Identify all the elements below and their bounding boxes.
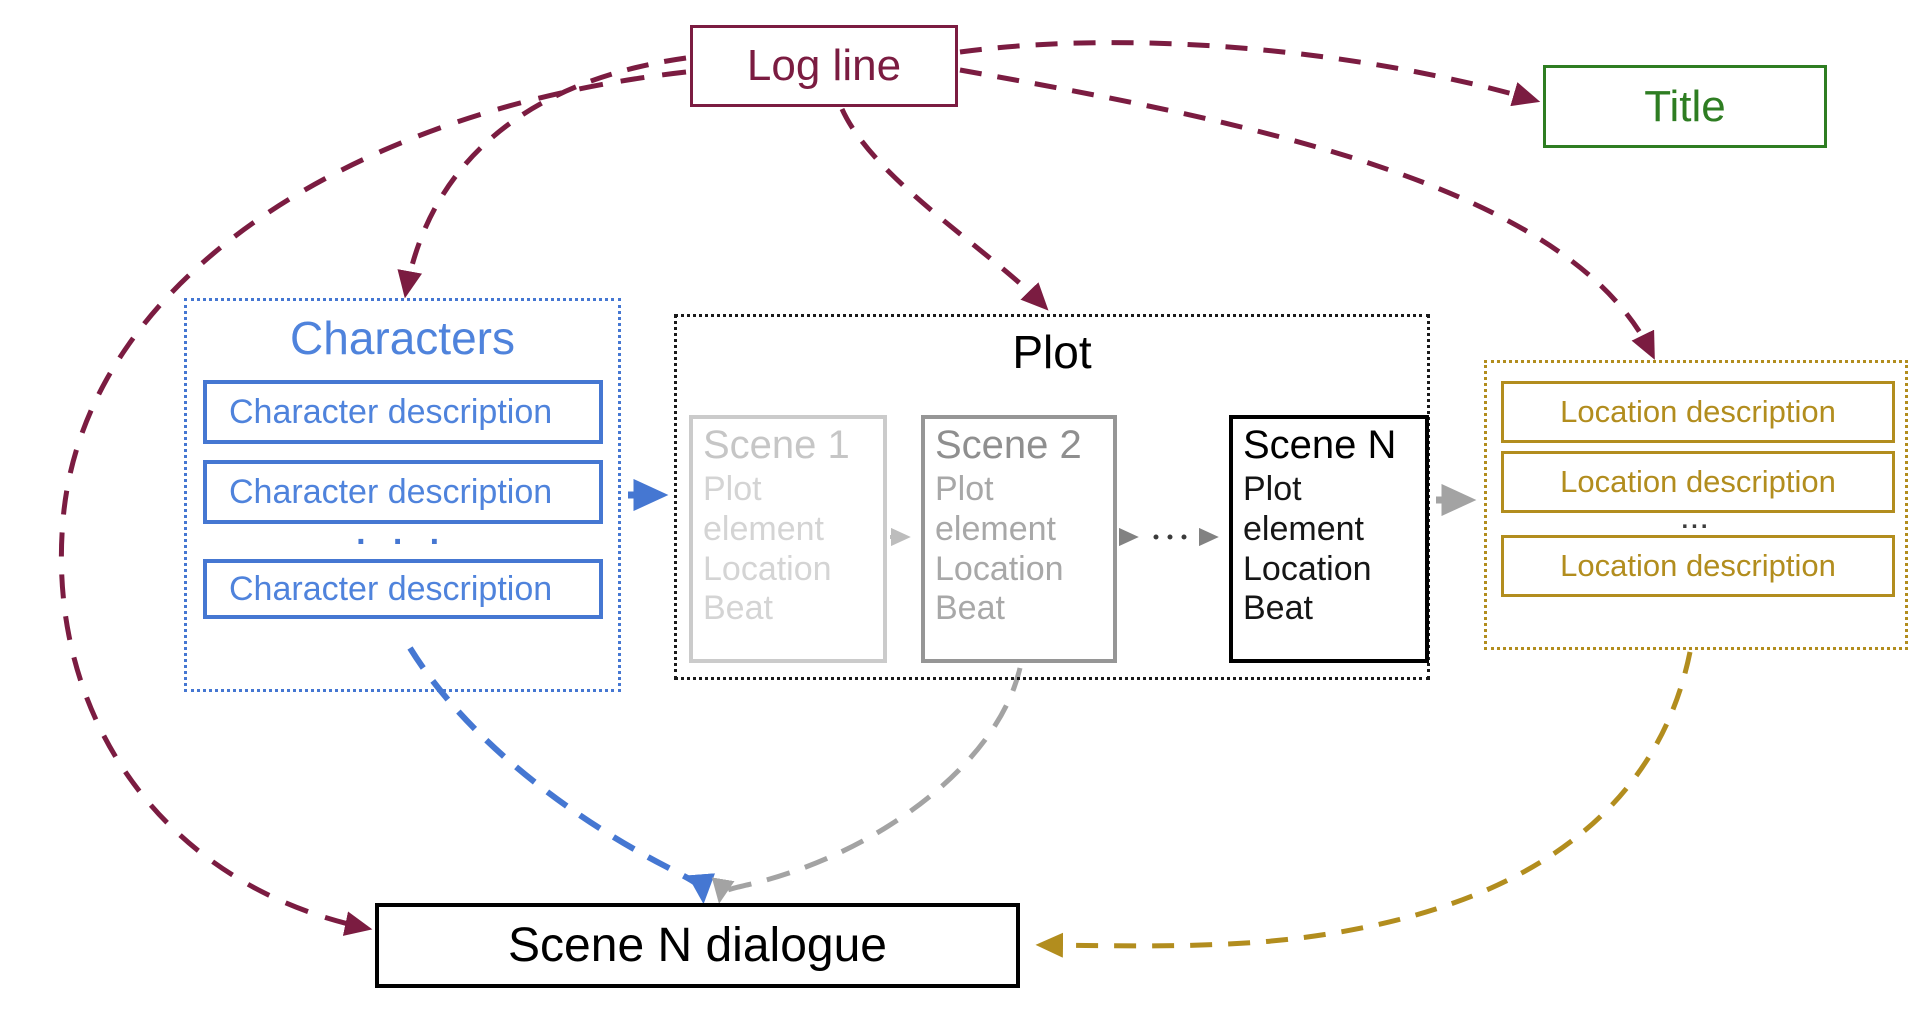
scene-2-box: Scene 2 Plot element Location Beat bbox=[921, 415, 1117, 663]
scene-title: Scene 2 bbox=[935, 423, 1082, 467]
arrow-logline-to-characters bbox=[397, 55, 687, 299]
scene-line: Beat bbox=[703, 589, 773, 628]
log-line-box: Log line bbox=[690, 25, 958, 107]
scene-1-box: Scene 1 Plot element Location Beat bbox=[689, 415, 887, 663]
title-box: Title bbox=[1543, 65, 1827, 148]
characters-ellipsis: · · · bbox=[356, 523, 449, 561]
scene-n-dialogue-box: Scene N dialogue bbox=[375, 903, 1020, 988]
scene-line: Plot bbox=[703, 470, 762, 508]
scene-title: Scene N bbox=[1243, 423, 1397, 467]
arrow-logline-to-title bbox=[959, 40, 1541, 107]
plot-heading: Plot bbox=[1012, 326, 1092, 378]
scene-line: element bbox=[1243, 509, 1364, 548]
scene-line: Plot bbox=[1243, 470, 1302, 508]
location-description-label: Location description bbox=[1560, 548, 1836, 583]
plot-group: Plot Scene 1 Plot element Location Beat … bbox=[674, 314, 1430, 680]
locations-ellipsis: ... bbox=[1681, 507, 1711, 534]
scene-line: Location bbox=[1243, 549, 1372, 588]
log-line-label: Log line bbox=[746, 41, 902, 90]
character-description-label: Character description bbox=[229, 472, 553, 511]
characters-group: Characters Character description Charact… bbox=[184, 298, 621, 692]
location-description-label: Location description bbox=[1560, 394, 1836, 429]
character-description-label: Character description bbox=[229, 392, 553, 431]
location-description-box: Location description bbox=[1501, 451, 1895, 513]
characters-heading: Characters bbox=[290, 312, 515, 364]
character-description-label: Character description bbox=[229, 569, 553, 608]
scene-line: Beat bbox=[935, 589, 1005, 628]
arrow-logline-to-plot bbox=[839, 107, 1049, 311]
character-description-box: Character description bbox=[203, 460, 603, 524]
scene-line: element bbox=[703, 509, 824, 548]
scene-n-dialogue-label: Scene N dialogue bbox=[508, 919, 887, 972]
scene-line: Plot bbox=[935, 470, 994, 508]
arrow-locations-to-dialogue bbox=[1035, 651, 1693, 958]
location-description-label: Location description bbox=[1560, 464, 1836, 499]
character-description-box: Character description bbox=[203, 559, 603, 619]
scene-line: Location bbox=[703, 549, 832, 588]
character-description-box: Character description bbox=[203, 380, 603, 444]
locations-group: Location description Location descriptio… bbox=[1484, 360, 1908, 650]
scene-line: Beat bbox=[1243, 589, 1313, 628]
location-description-box: Location description bbox=[1501, 535, 1895, 597]
scene-line: element bbox=[935, 509, 1056, 548]
arrow-plot-to-dialogue bbox=[711, 667, 1023, 904]
scene-n-box: Scene N Plot element Location Beat bbox=[1229, 415, 1429, 663]
title-label: Title bbox=[1644, 81, 1726, 131]
scene-line: Location bbox=[935, 549, 1064, 588]
scene-title: Scene 1 bbox=[703, 423, 850, 467]
location-description-box: Location description bbox=[1501, 381, 1895, 443]
